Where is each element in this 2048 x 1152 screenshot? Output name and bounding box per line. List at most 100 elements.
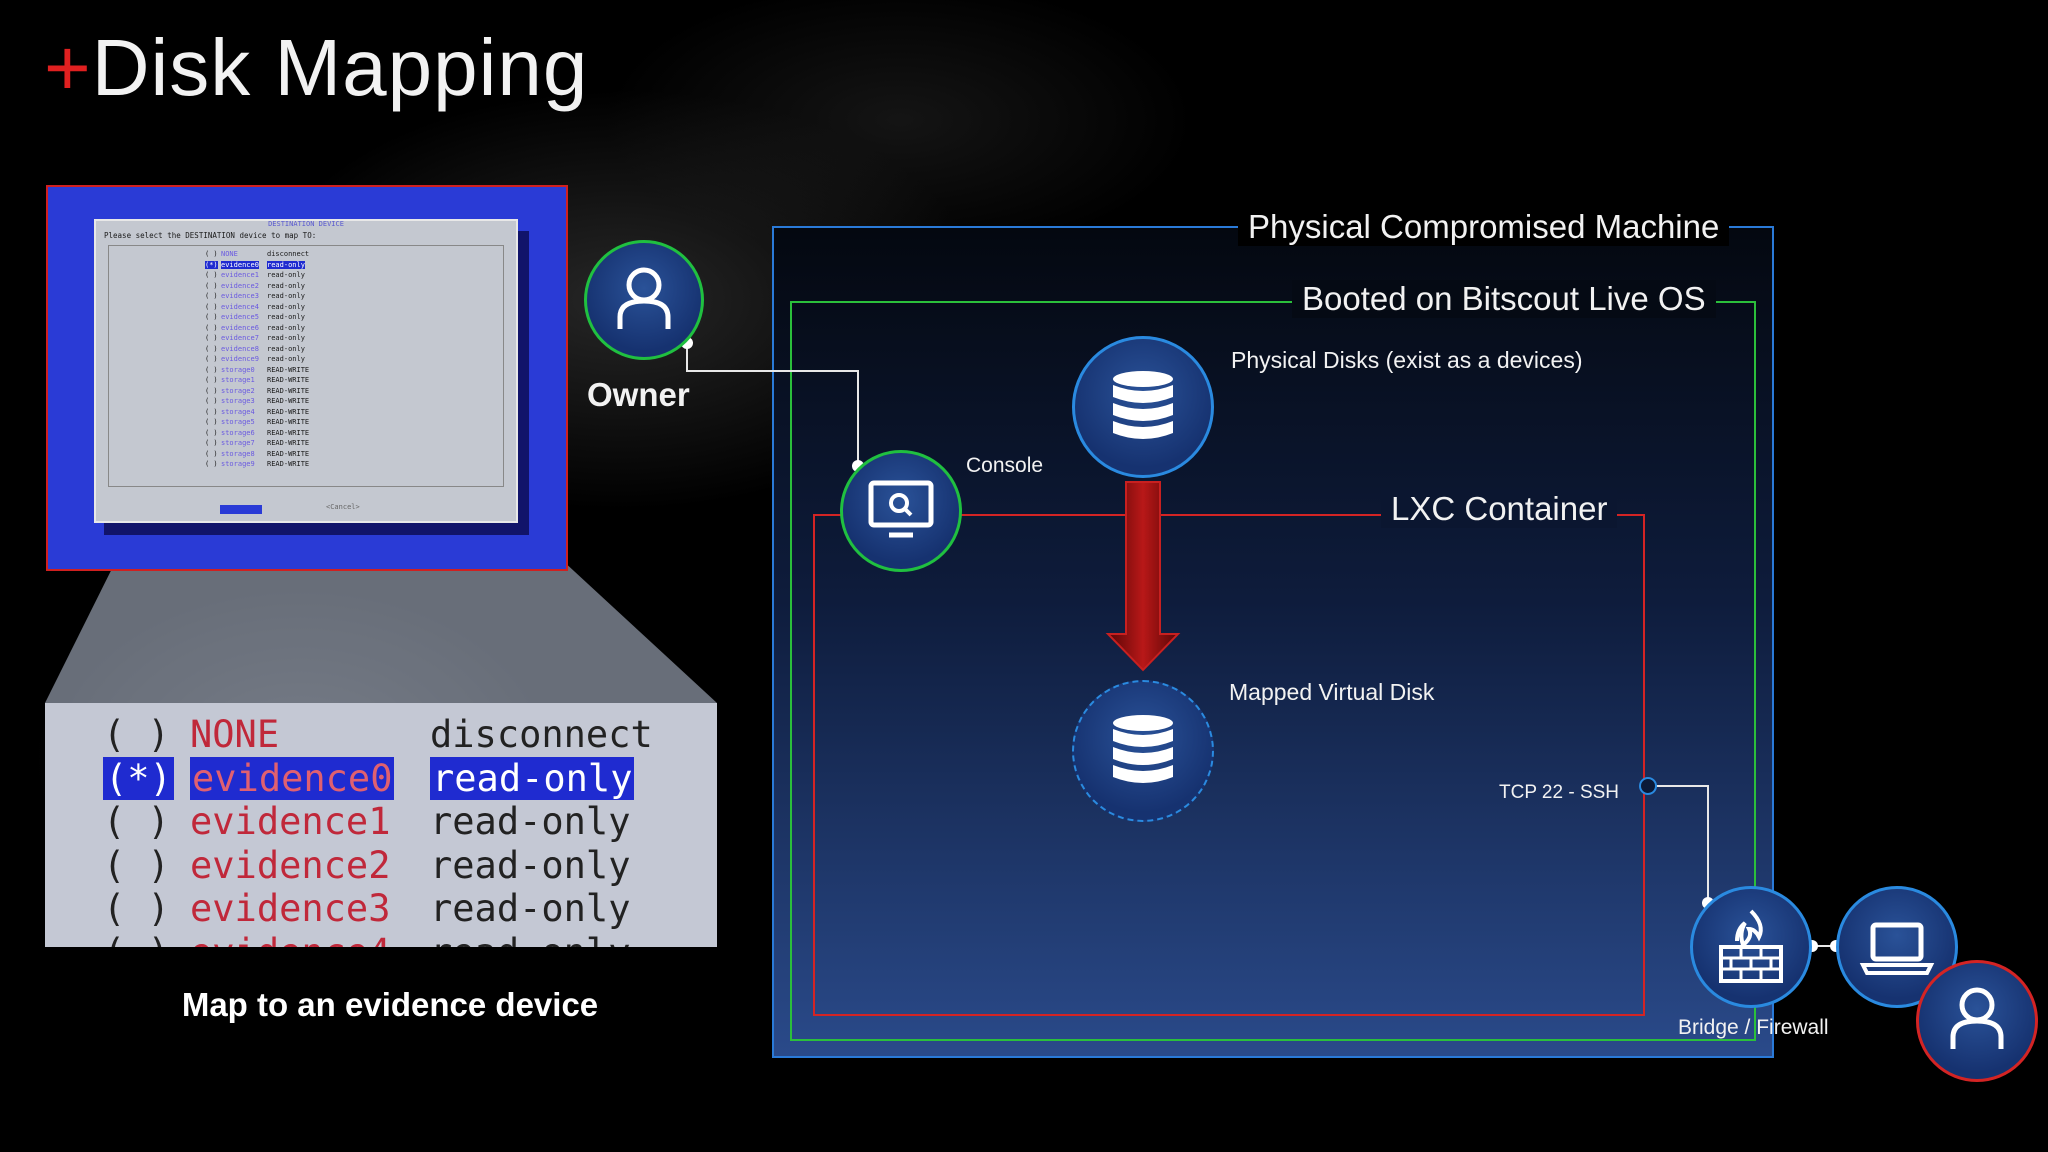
tui-row-mode: read-only — [267, 344, 305, 353]
tui-row-mode: READ-WRITE — [267, 418, 310, 426]
tui-row-device: evidence6 — [221, 323, 259, 332]
tui-row-mark: ( ) — [205, 334, 218, 342]
zoom-row-mode: disconnect — [430, 713, 653, 756]
zoom-row-mode: read-only — [430, 843, 631, 887]
tui-row-mode: read-only — [267, 302, 305, 311]
zoom-row[interactable]: ( ) NONE disconnect — [45, 713, 717, 756]
firewall-icon — [1719, 909, 1783, 983]
zoom-row-mark: ( ) — [103, 800, 170, 843]
tui-row-mark: ( ) — [205, 428, 218, 437]
zoom-row[interactable]: ( ) evidence2 read-only — [45, 844, 717, 887]
tui-row-mode: READ-WRITE — [267, 439, 310, 447]
tui-row-mode: READ-WRITE — [267, 460, 310, 468]
tui-row-mode: read-only — [267, 355, 305, 363]
tui-row-mark: ( ) — [205, 302, 218, 311]
tui-row-mode: read-only — [267, 260, 305, 269]
remote-user-icon — [1950, 987, 2004, 1049]
tui-row-device: evidence4 — [221, 302, 259, 311]
tui-row-device: evidence0 — [221, 260, 259, 269]
tui-row-mark: ( ) — [205, 449, 218, 458]
tui-cancel-button[interactable]: <Cancel> — [326, 503, 360, 511]
tui-row-mark: ( ) — [205, 397, 218, 405]
owner-node — [584, 240, 704, 360]
tui-screenshot: DESTINATION DEVICE Please select the DES… — [46, 185, 568, 571]
tui-ok-button[interactable] — [220, 505, 262, 514]
tui-row-mode: read-only — [267, 281, 305, 290]
tui-row-device: storage6 — [221, 428, 255, 437]
laptop-icon — [1859, 922, 1935, 975]
zoom-row-device: evidence2 — [190, 843, 391, 887]
tui-prompt: Please select the DESTINATION device to … — [104, 231, 317, 240]
console-label: Console — [966, 454, 1044, 477]
zoom-row-mark: ( ) — [103, 843, 170, 887]
tui-row-device: storage0 — [221, 365, 255, 374]
tui-row-mark: ( ) — [205, 292, 218, 300]
tui-row-mark: ( ) — [205, 355, 218, 363]
tui-row-mark: ( ) — [205, 376, 218, 384]
tui-row-mark: ( ) — [205, 460, 218, 468]
virtual-disk-label: Mapped Virtual Disk — [1229, 679, 1435, 705]
live-os-box — [790, 301, 1756, 1041]
tui-row-mark: ( ) — [205, 386, 218, 395]
remote-user-node — [1916, 960, 2038, 1082]
owner-label: Owner — [587, 376, 690, 413]
tui-row-device: storage5 — [221, 418, 255, 426]
tui-row-device: storage8 — [221, 449, 255, 458]
tui-row-mark: ( ) — [205, 365, 218, 374]
physical-machine-box — [772, 226, 1774, 1058]
zoom-row-device: evidence0 — [190, 756, 395, 800]
slide-title: +Disk Mapping — [44, 22, 588, 114]
tui-row-mode: READ-WRITE — [267, 365, 310, 374]
user-icon — [617, 267, 671, 329]
physical-machine-label: Physical Compromised Machine — [1238, 208, 1730, 246]
tui-row-mark: (*) — [205, 260, 218, 269]
zoom-row-device: evidence4 — [190, 931, 390, 948]
ssh-label: TCP 22 - SSH — [1499, 782, 1620, 803]
tui-row-device: evidence7 — [221, 334, 259, 342]
tui-row-mode: read-only — [267, 292, 305, 300]
physical-disks-label: Physical Disks (exist as a devices) — [1231, 347, 1583, 373]
tui-row-mark: ( ) — [205, 271, 218, 279]
mapping-arrow — [1105, 481, 1181, 672]
tui-row-mark: ( ) — [205, 250, 218, 258]
tui-row-mode: READ-WRITE — [267, 449, 310, 458]
zoom-row-mode: read-only — [430, 887, 631, 930]
tui-row-device: storage4 — [221, 407, 255, 416]
tui-row-device: evidence3 — [221, 292, 259, 300]
owner-console-link — [686, 343, 859, 466]
tui-row-mark: ( ) — [205, 323, 218, 332]
live-os-label: Booted on Bitscout Live OS — [1292, 280, 1716, 318]
tui-row-mark: ( ) — [205, 439, 218, 447]
tui-row-mode: disconnect — [267, 250, 310, 258]
title-plus: + — [44, 23, 92, 112]
database-icon — [1113, 371, 1173, 439]
tui-row-mark: ( ) — [205, 313, 218, 321]
zoom-row-mark: ( ) — [103, 931, 170, 948]
virtual-database-icon — [1113, 715, 1173, 783]
tui-row-device: evidence5 — [221, 313, 259, 321]
tui-row-device: storage7 — [221, 439, 255, 447]
tui-dialog: DESTINATION DEVICE Please select the DES… — [94, 219, 518, 523]
virtual-disk-node — [1072, 680, 1214, 822]
tui-header: DESTINATION DEVICE — [268, 220, 344, 228]
zoom-caption: Map to an evidence device — [181, 986, 599, 1023]
zoom-row-mode: read-only — [430, 756, 635, 800]
tui-row-device: evidence9 — [221, 355, 259, 363]
firewall-node — [1690, 886, 1812, 1008]
tui-row-device: evidence2 — [221, 281, 259, 290]
tui-row-mark: ( ) — [205, 344, 218, 353]
tui-row-device: storage2 — [221, 386, 255, 395]
tui-row-mode: READ-WRITE — [267, 428, 310, 437]
zoom-row-device: NONE — [190, 713, 280, 756]
lxc-container-box — [813, 514, 1645, 1016]
tui-row-mode: read-only — [267, 271, 305, 279]
tui-row-mode: READ-WRITE — [267, 397, 310, 405]
tui-row-device: storage9 — [221, 460, 255, 468]
zoom-row-mark: ( ) — [103, 713, 170, 756]
